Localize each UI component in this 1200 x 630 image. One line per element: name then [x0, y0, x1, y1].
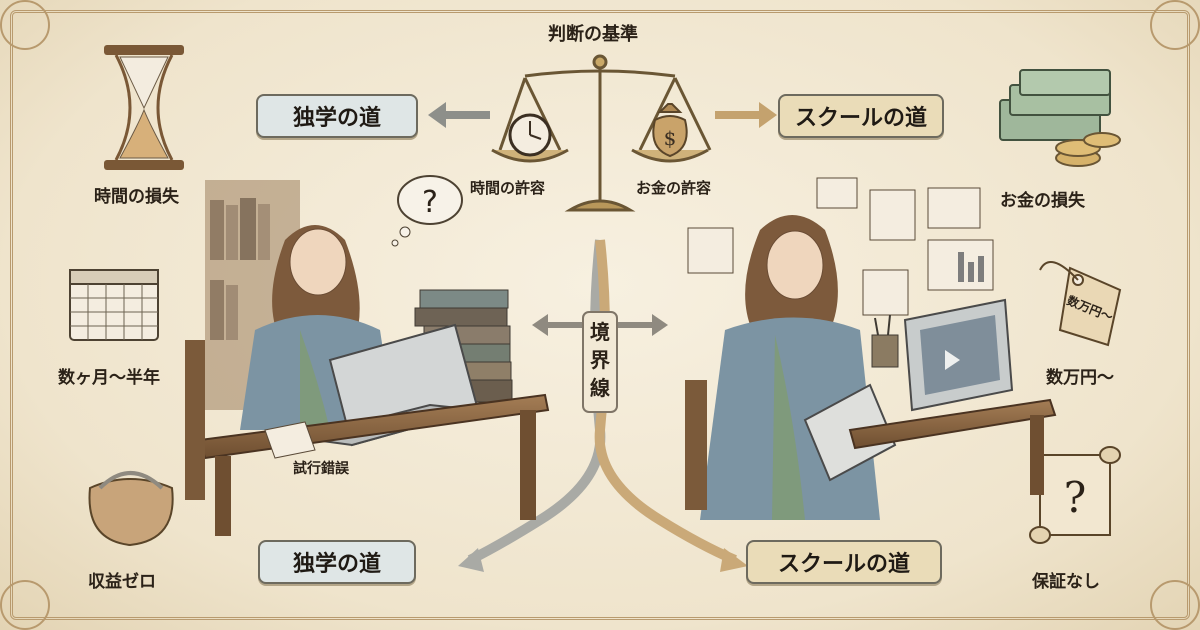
left-item-zero-income: 収益ゼロ	[88, 572, 156, 592]
frame-corner-ornament	[1150, 580, 1200, 630]
trial-and-error-note: 試行錯誤	[293, 461, 349, 477]
right-item-cost: 数万円〜	[1046, 368, 1114, 388]
right-item-no-guarantee: 保証なし	[1032, 572, 1100, 592]
banner-self-study-top: 独学の道	[256, 94, 418, 138]
svg-text:?: ?	[1064, 473, 1087, 522]
pencil-cup-icon	[871, 314, 899, 368]
clock-icon	[508, 113, 552, 157]
banner-school-top: スクールの道	[778, 94, 944, 138]
arrow-left-icon	[428, 102, 490, 128]
svg-text:$: $	[664, 126, 677, 150]
cash-stack-icon	[999, 69, 1121, 167]
right-item-money-loss: お金の損失	[1000, 191, 1085, 211]
money-bag-icon: $	[652, 103, 688, 158]
question-scroll-icon: ?	[1029, 446, 1121, 544]
boundary-label: 境界線	[590, 320, 610, 400]
banner-self-study-bottom: 独学の道	[258, 540, 416, 584]
svg-text:?: ?	[422, 185, 438, 220]
frame-corner-ornament	[1150, 0, 1200, 50]
arrow-down-left-icon	[458, 548, 484, 572]
scale-right-label: お金の許容	[636, 179, 712, 197]
floating-profile-cards	[687, 177, 994, 316]
laptop-right-icon	[903, 298, 1014, 412]
price-tag-icon	[1039, 261, 1122, 347]
calendar-icon	[69, 269, 159, 341]
left-item-duration: 数ヶ月〜半年	[58, 368, 160, 388]
desk-right	[685, 380, 1057, 510]
page-title: 判断の基準	[548, 24, 638, 45]
banner-school-bottom: スクールの道	[746, 540, 942, 584]
scale-left-label: 時間の許容	[470, 179, 546, 197]
coin-purse-icon	[88, 471, 174, 547]
arrow-right-icon	[715, 102, 777, 128]
frame-corner-ornament	[0, 0, 50, 50]
left-item-time-loss: 時間の損失	[94, 187, 179, 207]
frame-corner-ornament	[0, 580, 50, 630]
boundary-label-box	[582, 311, 618, 413]
hourglass-icon	[104, 45, 184, 170]
arrow-down-right-icon	[720, 548, 748, 572]
question-thought-icon: ?	[391, 175, 463, 247]
ornamental-frame	[10, 10, 1190, 620]
notes-paper-icon	[264, 421, 316, 459]
balance-scale-icon	[491, 54, 712, 212]
